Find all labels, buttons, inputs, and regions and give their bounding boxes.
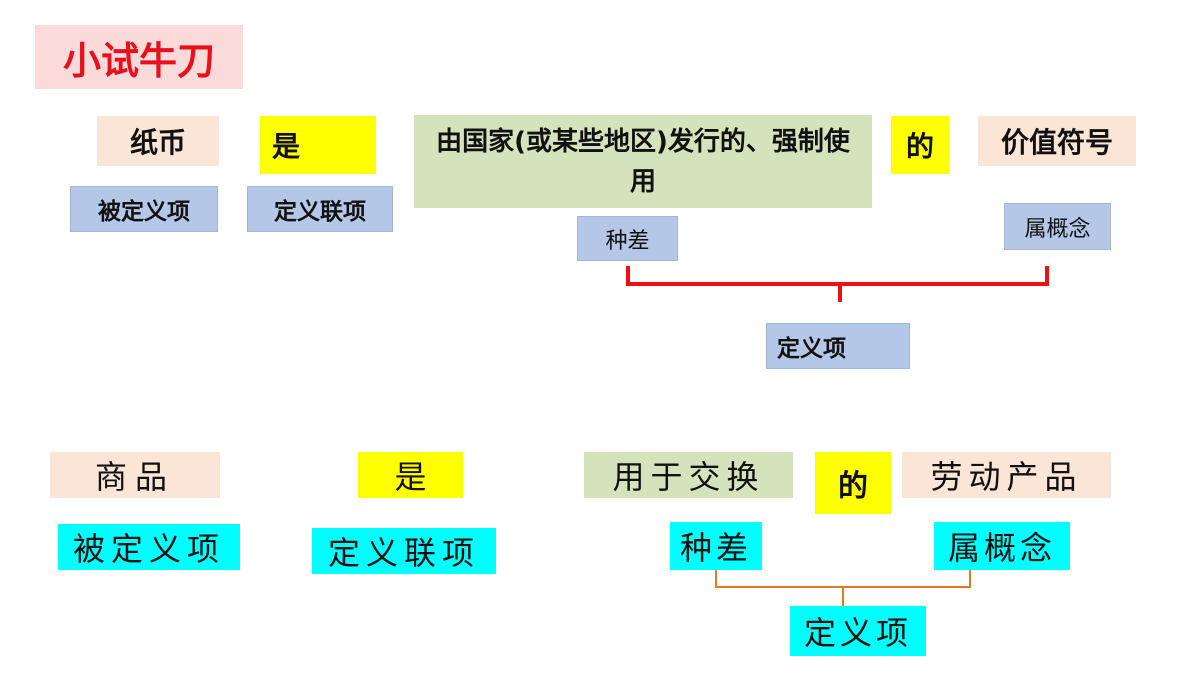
label-definiens: 定义项 bbox=[790, 606, 926, 656]
label-defined-term: 被定义项 bbox=[58, 524, 240, 570]
label-copula: 定义联项 bbox=[312, 528, 496, 574]
definiens-bracket-2 bbox=[715, 570, 971, 606]
label-differentia: 种差 bbox=[670, 522, 762, 570]
differentia-box: 由国家(或某些地区)发行的、强制使用 bbox=[414, 115, 872, 208]
defined-term-box: 纸币 bbox=[97, 116, 219, 166]
label-defined-term: 被定义项 bbox=[70, 186, 218, 232]
genus-box: 价值符号 bbox=[978, 116, 1136, 166]
copula-box: 是 bbox=[260, 116, 376, 174]
label-definiens: 定义项 bbox=[766, 323, 910, 369]
label-differentia: 种差 bbox=[577, 216, 678, 261]
label-genus: 属概念 bbox=[934, 522, 1070, 570]
particle-box: 的 bbox=[815, 452, 891, 514]
label-genus: 属概念 bbox=[1004, 203, 1111, 250]
particle-box: 的 bbox=[891, 116, 949, 174]
copula-box: 是 bbox=[358, 452, 463, 498]
definiens-bracket-1 bbox=[626, 266, 1049, 302]
genus-box: 劳动产品 bbox=[902, 452, 1111, 498]
page-title: 小试牛刀 bbox=[35, 25, 243, 89]
differentia-box: 用于交换 bbox=[584, 452, 793, 498]
defined-term-box: 商品 bbox=[50, 452, 220, 498]
label-copula: 定义联项 bbox=[247, 186, 393, 232]
